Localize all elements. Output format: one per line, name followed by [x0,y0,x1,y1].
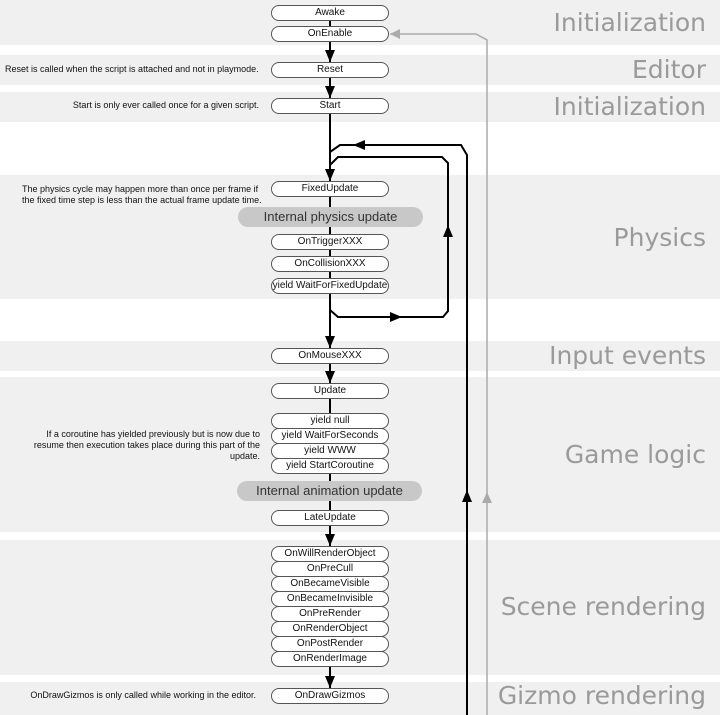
spine-arrowhead-reset [325,50,335,62]
node-on-mouse: OnMouseXXX [271,348,389,364]
note-physics-line-2: the fixed time step is less than the act… [22,195,262,205]
section-title-editor: Editor [632,55,706,84]
internal-animation-update: Internal animation update [237,481,422,501]
node-on-enable: OnEnable [271,26,389,42]
return-arrowhead-left [390,29,400,39]
node-on-pre-render: OnPreRender [271,606,389,622]
node-on-became-invisible: OnBecameInvisible [271,591,389,607]
node-on-will-render-object: OnWillRenderObject [271,546,389,562]
frame-loop-arrowhead-up [462,490,472,502]
node-yield-www: yield WWW [271,443,389,459]
spine-arrowhead-onmouse [325,336,335,348]
node-fixed-update: FixedUpdate [271,181,389,197]
node-on-post-render: OnPostRender [271,636,389,652]
note-physics: The physics cycle may happen more than o… [22,184,262,206]
spine-arrowhead-render [325,534,335,546]
note-reset: Reset is called when the script is attac… [5,64,259,74]
spine-arrowhead-gizmos [325,676,335,688]
node-start: Start [271,98,389,114]
note-coroutine-line-2: resume then execution takes place during… [33,440,260,450]
node-on-draw-gizmos: OnDrawGizmos [271,688,389,704]
section-title-initialization: Initialization [553,8,706,37]
node-yield-start-coroutine: yield StartCoroutine [271,458,389,474]
node-on-render-object: OnRenderObject [271,621,389,637]
node-yield-null: yield null [271,413,389,429]
section-title-physics: Physics [613,223,706,252]
internal-physics-update: Internal physics update [238,207,423,227]
spine-arrowhead-update [325,371,335,383]
node-yield-wait-fixed: yield WaitForFixedUpdate [271,278,389,294]
return-arrowhead-up [482,492,492,503]
node-on-pre-cull: OnPreCull [271,561,389,577]
node-on-render-image: OnRenderImage [271,651,389,667]
node-on-became-visible: OnBecameVisible [271,576,389,592]
node-update: Update [271,383,389,399]
physics-loop-arrowhead-right [390,312,402,322]
frame-loop-line [329,144,468,715]
note-physics-line-1: The physics cycle may happen more than o… [22,184,259,194]
note-coroutine-line-1: If a coroutine has yielded previously bu… [46,429,260,439]
node-awake: Awake [271,5,389,21]
node-on-collision: OnCollisionXXX [271,256,389,272]
node-reset: Reset [271,62,389,78]
note-coroutine-line-3: update. [229,451,260,461]
node-on-trigger: OnTriggerXXX [271,234,389,250]
physics-loop-arrowhead-up [443,225,453,237]
node-late-update: LateUpdate [271,510,389,526]
section-title-initialization-2: Initialization [553,92,706,121]
return-loop-line [390,33,488,715]
section-title-gizmo-rendering: Gizmo rendering [497,681,706,710]
spine-arrowhead-start [325,86,335,98]
section-title-input-events: Input events [549,341,706,370]
note-coroutine: If a coroutine has yielded previously bu… [20,429,260,462]
frame-loop-arrowhead-left [353,140,365,150]
spine-arrowhead-fixedupdate [325,169,335,181]
section-title-game-logic: Game logic [564,440,706,469]
note-start: Start is only ever called once for a giv… [72,100,259,110]
node-yield-wait-seconds: yield WaitForSeconds [271,428,389,444]
section-title-scene-rendering: Scene rendering [500,592,706,621]
note-gizmo: OnDrawGizmos is only called while workin… [30,690,256,700]
